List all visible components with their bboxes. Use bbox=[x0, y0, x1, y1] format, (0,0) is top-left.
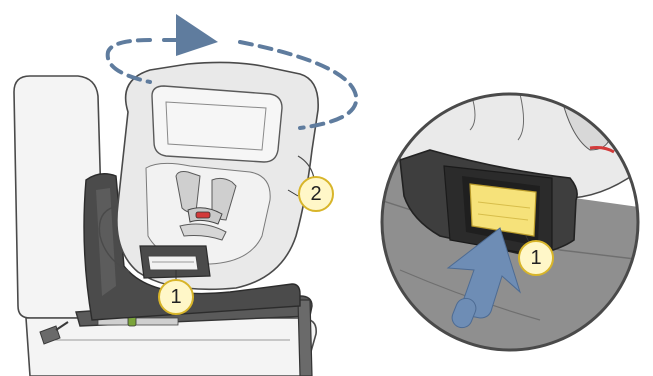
callout-label: 2 bbox=[310, 183, 321, 205]
zoom-detail bbox=[380, 90, 653, 360]
callout-label: 1 bbox=[530, 247, 541, 269]
car-seat-shell bbox=[99, 62, 318, 289]
release-handle-icon bbox=[148, 256, 198, 270]
callout-label: 1 bbox=[170, 286, 181, 308]
buckle-icon bbox=[196, 212, 210, 218]
support-leg bbox=[298, 300, 312, 376]
